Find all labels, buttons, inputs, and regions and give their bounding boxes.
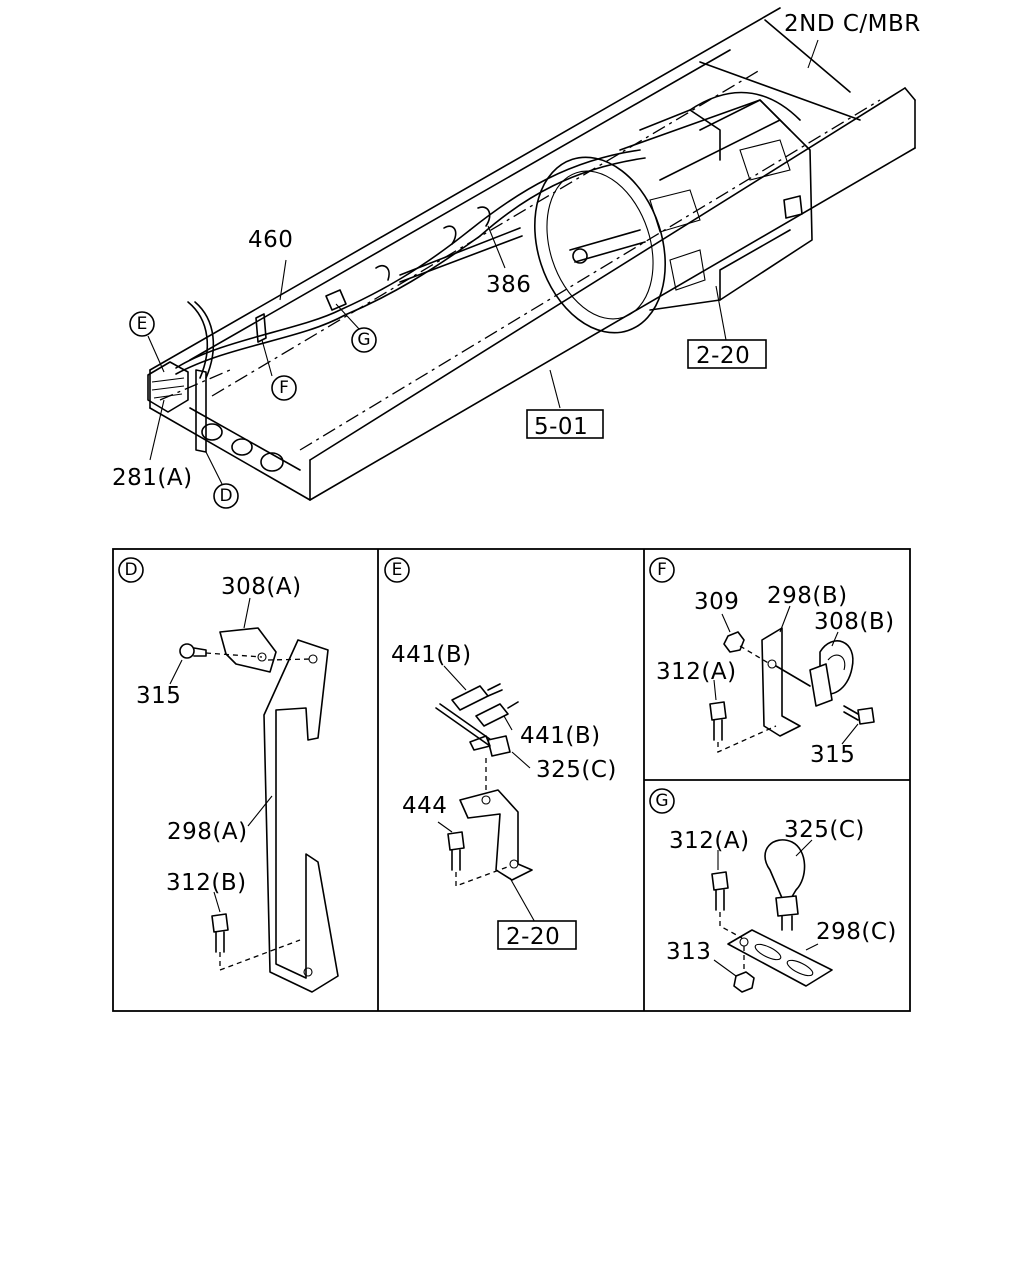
callout-f-main xyxy=(271,375,297,401)
ref-label-2-20-main: 2-20 xyxy=(696,343,750,369)
detail-panels xyxy=(112,548,911,1012)
label-d-315: 315 xyxy=(136,683,181,709)
ref-box-2-20-e xyxy=(497,920,577,950)
label-e-444: 444 xyxy=(402,793,447,819)
label-second-member: 2ND C/MBR xyxy=(784,11,921,37)
label-e-325c: 325(C) xyxy=(536,757,617,783)
label-part-281a: 281(A) xyxy=(112,465,193,491)
label-f-309: 309 xyxy=(694,589,739,615)
ref-box-2-20-main xyxy=(687,339,767,369)
label-f-298b: 298(B) xyxy=(767,583,848,609)
label-d-298a: 298(A) xyxy=(167,819,248,845)
label-part-460: 460 xyxy=(248,227,293,253)
ref-label-2-20-e: 2-20 xyxy=(506,924,560,950)
detail-f: F 309 298(B) 308(B) 312(A) 315 xyxy=(649,557,895,768)
callout-f-detail xyxy=(649,557,675,583)
label-part-386: 386 xyxy=(486,272,531,298)
callout-g-main xyxy=(351,327,377,353)
label-f-308b: 308(B) xyxy=(814,609,895,635)
label-e-441b-top: 441(B) xyxy=(391,642,472,668)
label-g-313: 313 xyxy=(666,939,711,965)
label-g-298c: 298(C) xyxy=(816,919,897,945)
label-d-312b: 312(B) xyxy=(166,870,247,896)
detail-d: D 308(A) 315 298(A) 312(B) xyxy=(118,557,339,993)
detail-e: E 441(B) 441(B) 325(C) 444 2-20 xyxy=(384,557,617,950)
callout-d-detail-letter: D xyxy=(124,560,137,580)
callout-g-main-letter: G xyxy=(357,330,370,350)
callout-e-main xyxy=(129,311,155,337)
main-assembly-view: 2ND C/MBR 460 386 2-20 5-01 281(A) E F G… xyxy=(112,7,921,509)
detail-g: G 312(A) 325(C) 298(C) 313 xyxy=(649,788,897,993)
callout-d-main xyxy=(213,483,239,509)
callout-d-main-letter: D xyxy=(219,486,232,506)
callout-g-detail xyxy=(649,788,675,814)
label-g-325c: 325(C) xyxy=(784,817,865,843)
callout-e-main-letter: E xyxy=(137,314,148,334)
label-f-312a: 312(A) xyxy=(656,659,737,685)
ref-label-5-01: 5-01 xyxy=(534,414,588,440)
label-e-441b-lower: 441(B) xyxy=(520,723,601,749)
callout-g-detail-letter: G xyxy=(655,791,668,811)
callout-e-detail xyxy=(384,557,410,583)
callout-d-detail xyxy=(118,557,144,583)
label-d-308a: 308(A) xyxy=(221,574,302,600)
ref-box-5-01 xyxy=(526,409,604,439)
label-f-315: 315 xyxy=(810,742,855,768)
callout-e-detail-letter: E xyxy=(392,560,403,580)
label-g-312a: 312(A) xyxy=(669,828,750,854)
callout-f-detail-letter: F xyxy=(657,560,667,580)
callout-f-main-letter: F xyxy=(279,378,289,398)
